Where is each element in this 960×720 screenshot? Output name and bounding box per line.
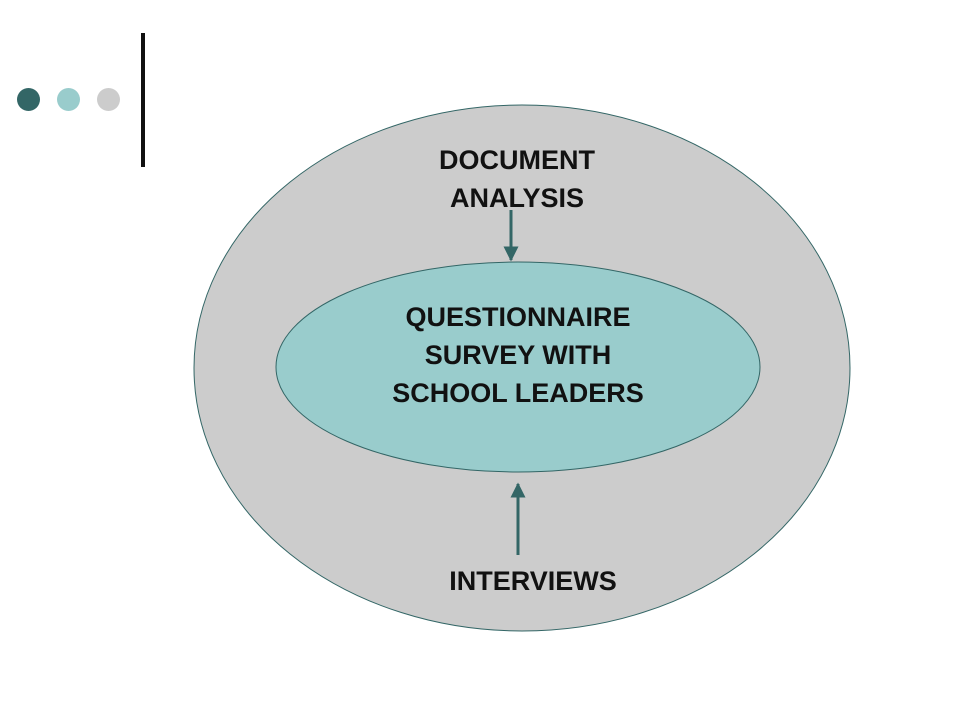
decor-dot-gray xyxy=(97,88,120,111)
decor-dot-dark xyxy=(17,88,40,111)
inner-ellipse xyxy=(275,261,761,473)
document-analysis-line: DOCUMENT xyxy=(439,145,595,175)
document-analysis-label: DOCUMENT ANALYSIS xyxy=(377,141,657,217)
interviews-label: INTERVIEWS xyxy=(449,566,617,596)
questionnaire-survey-line: QUESTIONNAIRE xyxy=(405,302,631,332)
document-analysis-line: ANALYSIS xyxy=(449,183,585,213)
questionnaire-survey-line: SURVEY WITH xyxy=(424,340,612,370)
decor-vertical-bar xyxy=(141,33,145,167)
decor-dot-teal xyxy=(57,88,80,111)
questionnaire-survey-label: QUESTIONNAIRE SURVEY WITH SCHOOL LEADERS xyxy=(330,298,706,412)
questionnaire-survey-line: SCHOOL LEADERS xyxy=(392,378,644,408)
